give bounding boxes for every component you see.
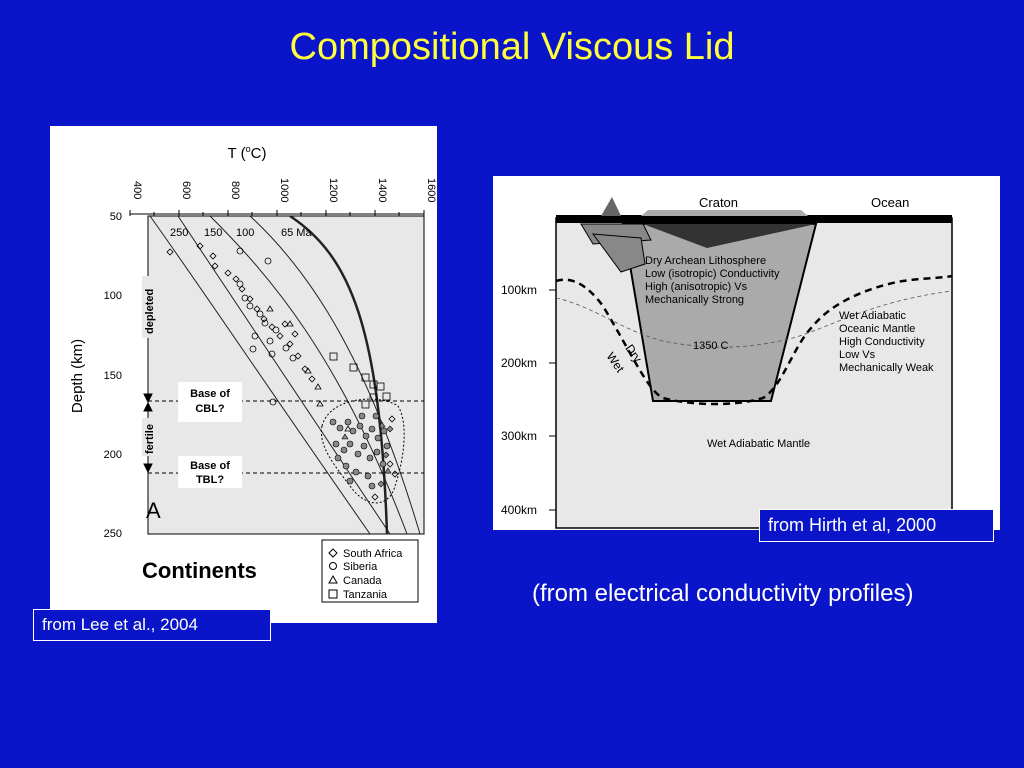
x-tick-labels: 400 600 800 1000 1200 1400 1600 — [131, 178, 437, 202]
x-tick-label: 600 — [180, 181, 192, 199]
oceanic-description: Wet Adiabatic Oceanic Mantle High Conduc… — [839, 310, 934, 374]
y-tick-label: 100 — [104, 290, 122, 302]
x-tick-label: 800 — [229, 181, 241, 199]
y-tick-label: 50 — [110, 211, 122, 223]
lithosphere-text: Low (isotropic) Conductivity — [645, 268, 780, 280]
crustal-root — [643, 224, 816, 248]
legend-triangle-icon — [328, 574, 338, 584]
x-ticks — [129, 210, 425, 216]
base-cbl-label-line2: CBL? — [195, 403, 225, 415]
panel-letter: A — [146, 498, 161, 523]
conductivity-note: (from electrical conductivity profiles) — [532, 580, 914, 607]
geotherm-label: 65 Ma — [281, 227, 312, 239]
siberia-points — [236, 247, 297, 406]
depleted-label: depleted — [144, 289, 156, 334]
region-label: Continents — [142, 558, 257, 583]
lithosphere-text: High (anisotropic) Vs — [645, 281, 748, 293]
xenolith-cluster-outline — [320, 398, 405, 504]
geotherm-label: 100 — [236, 227, 254, 239]
craton-label: Craton — [699, 195, 738, 210]
x-axis-title: T (oC) — [228, 144, 267, 162]
x-tick-label: 1400 — [376, 178, 388, 202]
y-axis-title: Depth (km) — [69, 339, 86, 413]
lithosphere-description: Dry Archean Lithosphere Low (isotropic) … — [645, 255, 780, 306]
depth-label: 400km — [501, 503, 537, 517]
legend-item: Canada — [343, 575, 382, 587]
legend-diamond-icon — [328, 548, 338, 558]
geotherm-diagram: T (oC) 400 600 800 1000 1200 1400 1600 5… — [69, 144, 437, 603]
base-cbl-box — [178, 382, 242, 422]
legend-square-icon — [328, 589, 338, 599]
x-tick-label: 1600 — [425, 178, 437, 202]
margin-block — [591, 233, 646, 273]
depth-ticks — [549, 289, 556, 511]
canada-points — [266, 305, 352, 432]
surface-bar — [556, 215, 952, 223]
ocean-label: Ocean — [871, 195, 909, 210]
legend-item: Siberia — [343, 561, 378, 573]
depth-labels: 100km 200km 300km 400km — [501, 283, 537, 517]
fertile-label: fertile — [144, 424, 156, 454]
isotherm-1350 — [555, 290, 953, 348]
oceanic-text: Wet Adiabatic — [839, 310, 907, 322]
legend: South Africa Siberia Canada Tanzania — [321, 539, 419, 603]
tanzania-points — [329, 352, 391, 409]
craton-cross-section: 100km 200km 300km 400km Craton Ocean Dry… — [501, 195, 953, 529]
depth-label: 300km — [501, 429, 537, 443]
hirth-caption: from Hirth et al, 2000 — [759, 509, 994, 542]
oceanic-text: Mechanically Weak — [839, 362, 934, 374]
base-cbl-label-line1: Base of — [190, 388, 230, 400]
lithosphere-text: Dry Archean Lithosphere — [645, 255, 766, 267]
y-tick-label: 250 — [104, 528, 122, 540]
base-tbl-box — [178, 456, 242, 488]
oceanic-text: Oceanic Mantle — [839, 323, 915, 335]
legend-circle-icon — [329, 562, 337, 570]
mountain-peak — [601, 197, 621, 216]
y-tick-labels: 50 100 150 200 250 — [104, 211, 122, 540]
geotherm-labels: 250 150 100 65 Ma — [170, 227, 312, 239]
oceanic-text: Low Vs — [839, 349, 876, 361]
isotherm-label: 1350 C — [693, 340, 729, 352]
geotherm-label: 150 — [204, 227, 222, 239]
lee-caption: from Lee et al., 2004 — [33, 609, 271, 641]
craton-surface — [641, 210, 808, 216]
geotherm-label: 250 — [170, 227, 188, 239]
deep-mantle-label: Wet Adiabatic Mantle — [707, 438, 810, 450]
base-tbl-label-line1: Base of — [190, 460, 230, 472]
geotherm-figure: T (oC) 400 600 800 1000 1200 1400 1600 5… — [50, 126, 437, 623]
legend-item: South Africa — [343, 548, 403, 560]
depth-label: 100km — [501, 283, 537, 297]
x-tick-label: 1000 — [278, 178, 290, 202]
oceanic-text: High Conductivity — [839, 336, 925, 348]
lithosphere-text: Mechanically Strong — [645, 294, 744, 306]
depth-label: 200km — [501, 356, 537, 370]
craton-figure: 100km 200km 300km 400km Craton Ocean Dry… — [493, 176, 1000, 530]
dry-wet-boundary — [555, 274, 953, 406]
x-tick-label: 1200 — [327, 178, 339, 202]
cluster-points — [329, 412, 394, 490]
x-tick-label: 400 — [131, 181, 143, 199]
base-tbl-label-line2: TBL? — [196, 474, 224, 486]
legend-item: Tanzania — [343, 589, 388, 601]
y-tick-label: 150 — [104, 370, 122, 382]
slide-title: Compositional Viscous Lid — [289, 26, 735, 68]
y-tick-label: 200 — [104, 449, 122, 461]
